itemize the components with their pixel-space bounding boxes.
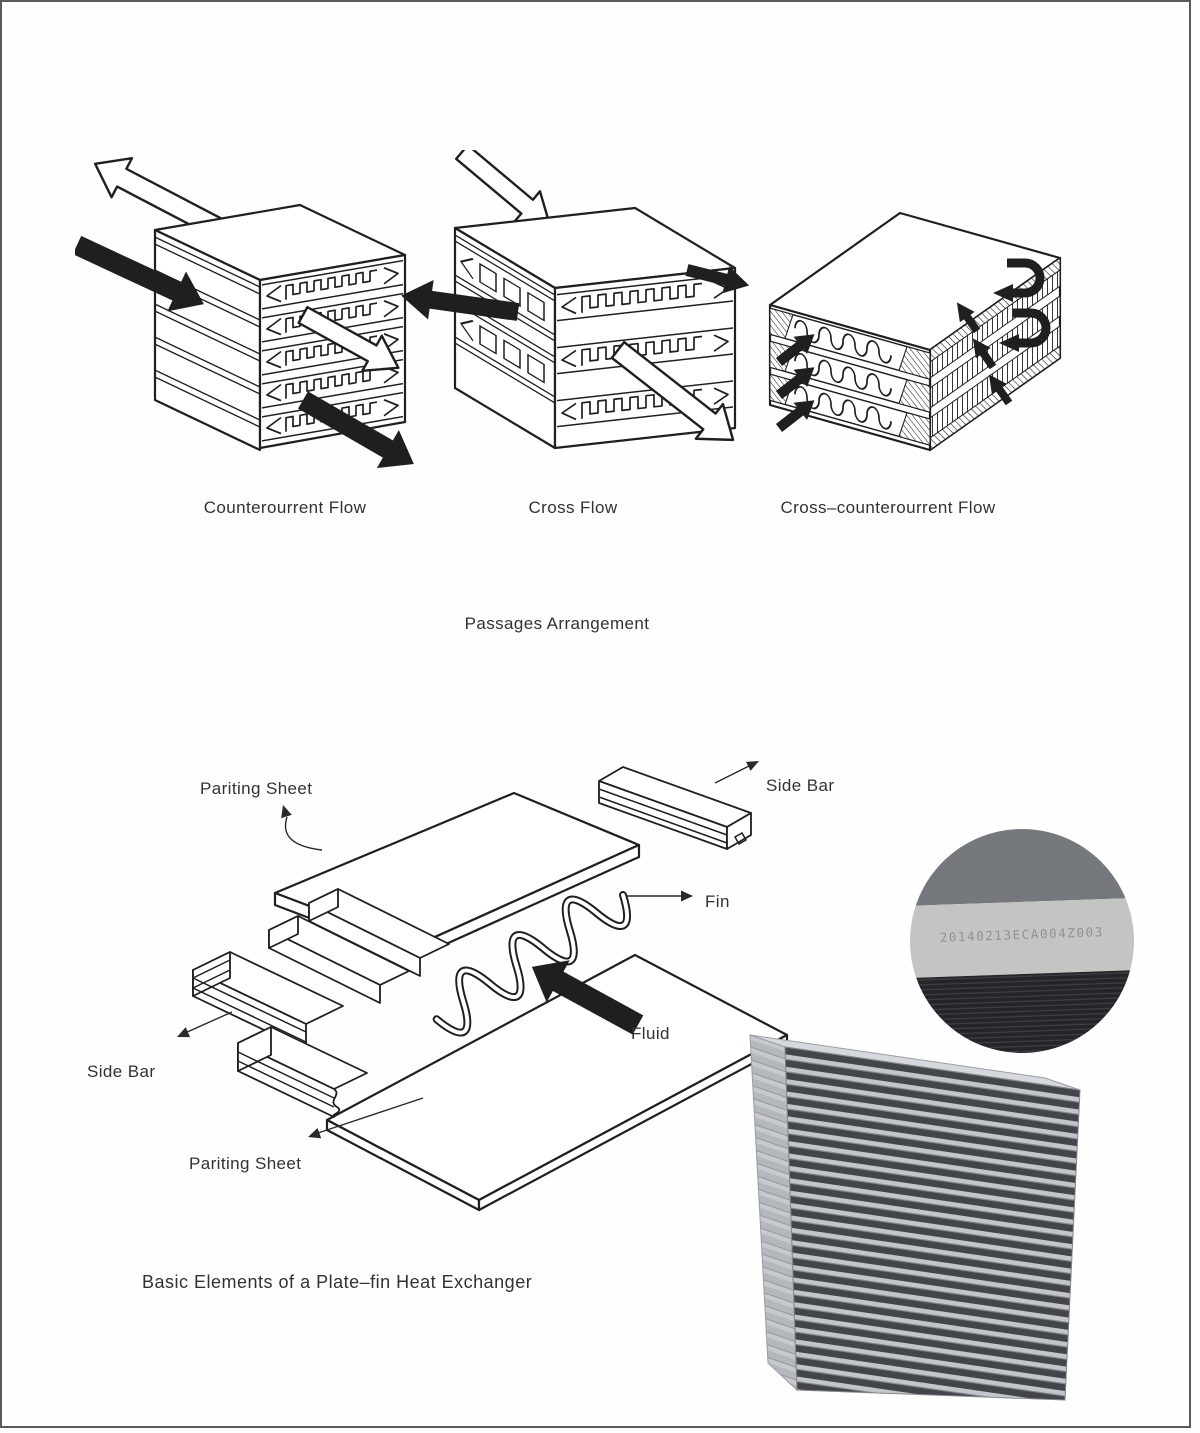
side-flow-arrow (988, 374, 1013, 406)
layer-inlet-arrow (775, 367, 815, 399)
basic-elements-caption: Basic Elements of a Plate–fin Heat Excha… (142, 1272, 533, 1292)
heat-exchanger-core-photo: 20140213ECA004Z003 (749, 822, 1141, 1401)
fluid-arrow (531, 960, 644, 1035)
side-flow-arrow (956, 302, 981, 334)
pariting-sheet-bottom-label: Pariting Sheet (189, 1154, 302, 1173)
left-outlet-arrow (401, 279, 520, 321)
leader-fin (627, 890, 693, 902)
leader-side-bar-left (177, 1011, 233, 1038)
side-flow-arrow (972, 338, 997, 370)
u-turn-arrow (999, 308, 1051, 352)
cross-flow-label: Cross Flow (528, 498, 618, 517)
u-turn-arrow (993, 258, 1045, 302)
support-bar (268, 915, 410, 1004)
fin-corrugation (432, 891, 632, 1037)
passages-arrangement-caption: Passages Arrangement (464, 614, 650, 633)
side-bar-top-piece (598, 766, 752, 850)
cross-flow-diagram (401, 150, 750, 450)
inlet-flow-arrow (75, 235, 204, 312)
exit-flow-arrow (298, 391, 414, 469)
countercurrent-flow-diagram (75, 157, 414, 469)
right-flat-arrow (685, 264, 750, 294)
pariting-sheet-top-label: Pariting Sheet (200, 779, 313, 798)
core-block (749, 1034, 1081, 1401)
bottom-outlet-arrow (610, 340, 735, 442)
support-bar (308, 888, 450, 977)
cross-countercurrent-flow-label: Cross–counterourrent Flow (780, 498, 996, 517)
bottom-parting-sheet (325, 953, 789, 1212)
side-bar-top-label: Side Bar (766, 776, 835, 795)
through-flow-arrow (297, 305, 400, 372)
countercurrent-flow-label: Counterourrent Flow (203, 498, 367, 517)
leader-pariting-sheet-bottom (308, 1097, 424, 1139)
layer-inlet-arrow (775, 334, 815, 366)
fin-label: Fin (705, 892, 730, 911)
cross-countercurrent-flow-diagram (768, 211, 1062, 452)
serial-number: 20140213ECA004Z003 (939, 924, 1104, 945)
leader-pariting-sheet-top (281, 805, 323, 851)
layer-inlet-arrow (775, 400, 815, 432)
plate-fin-exploded-diagram (177, 761, 789, 1212)
fluid-label: Fluid (631, 1024, 670, 1043)
leader-side-bar-top (714, 761, 759, 784)
serial-inset-circle: 20140213ECA004Z003 (903, 822, 1141, 1060)
side-bar-left-label: Side Bar (87, 1062, 156, 1081)
side-bar-cut-piece (237, 1026, 368, 1118)
